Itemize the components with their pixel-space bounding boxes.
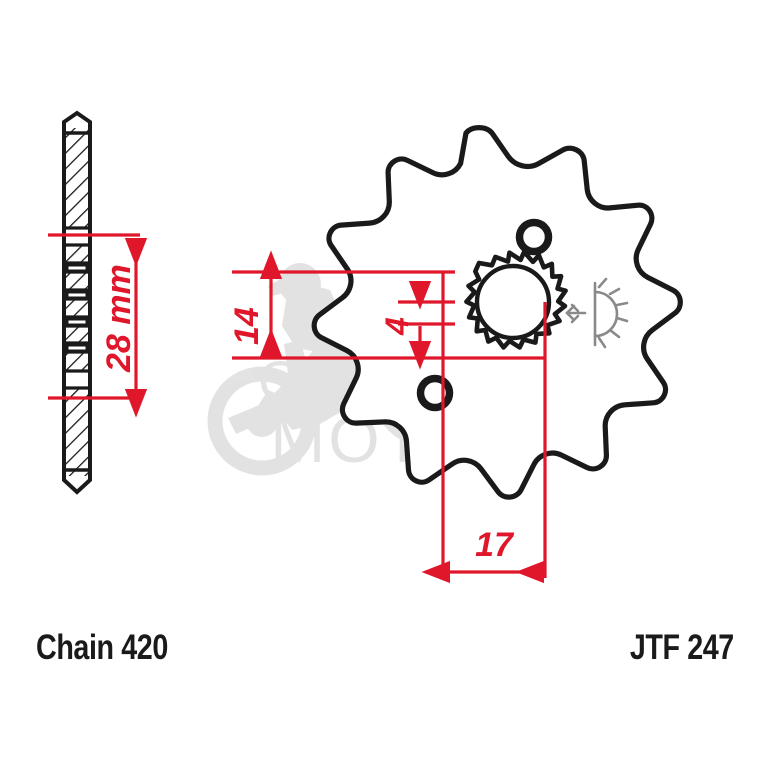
dim-14-label: 14 [228, 307, 266, 345]
dim-4 [398, 280, 455, 370]
dimension-annotations [48, 233, 547, 584]
dim-14 [232, 250, 545, 360]
dim-28mm-label: 28 mm [100, 264, 138, 373]
sprocket-front-view [311, 125, 683, 500]
dim-17-label: 17 [475, 526, 515, 564]
dim-28mm [48, 233, 148, 418]
center-spline-bore [464, 249, 568, 350]
surface-finish-symbol [565, 277, 629, 349]
chain-size-label: Chain 420 [36, 628, 168, 667]
part-number-label: JTF 247 [629, 628, 734, 667]
dim-4-label: 4 [379, 317, 415, 336]
bolt-hole-lower [416, 374, 454, 412]
dim-17 [421, 272, 547, 584]
dimension-values: 28 mm 14 4 17 [100, 264, 515, 564]
section-outline [62, 110, 92, 495]
side-section-view [62, 110, 92, 495]
bolt-hole-upper [515, 218, 553, 256]
